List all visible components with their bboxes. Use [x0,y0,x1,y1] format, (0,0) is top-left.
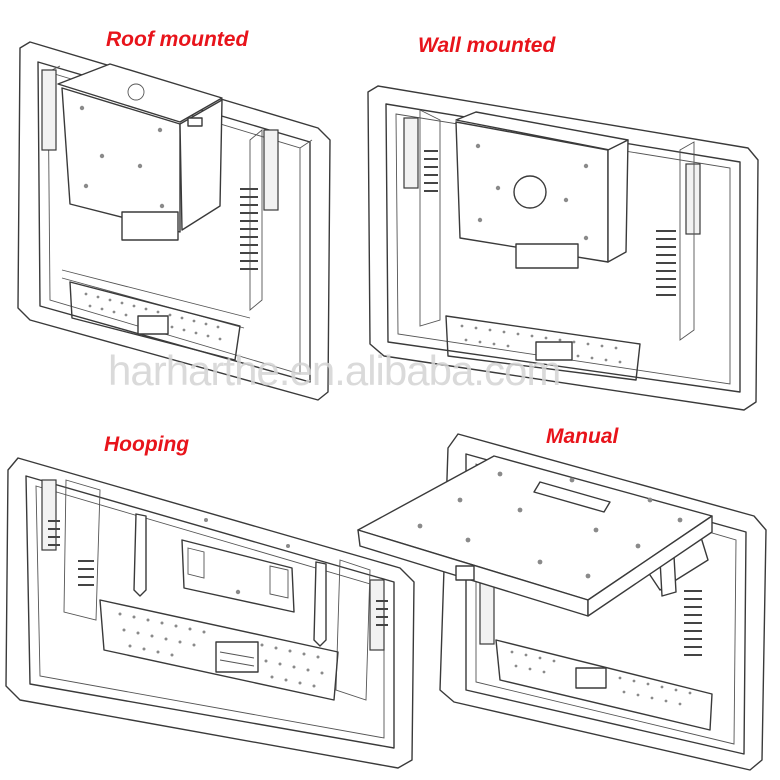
roof-vent-dots [84,292,222,341]
manual-label: Manual [546,425,619,448]
wall-mounted-monitor [367,85,759,411]
watermark-text: harharthe.en.alibaba.com [108,347,561,394]
roof-mounted-monitor [17,41,331,401]
hooping-label: Hooping [104,433,190,456]
manual-tray-holes [417,471,683,579]
wall-side-slots [424,150,676,296]
manual-vent-dots [510,650,692,706]
roof-side-slots [240,188,258,270]
roof-mounted-label: Roof mounted [106,28,249,51]
manual-monitor [357,433,767,771]
hooping-vent-dots [118,612,324,688]
hooping-monitor [5,457,415,769]
wall-vent-dots [460,324,622,364]
wall-mounted-label: Wall mounted [418,34,556,57]
hooping-side-slots [48,520,388,626]
manual-side-slots [684,590,702,656]
